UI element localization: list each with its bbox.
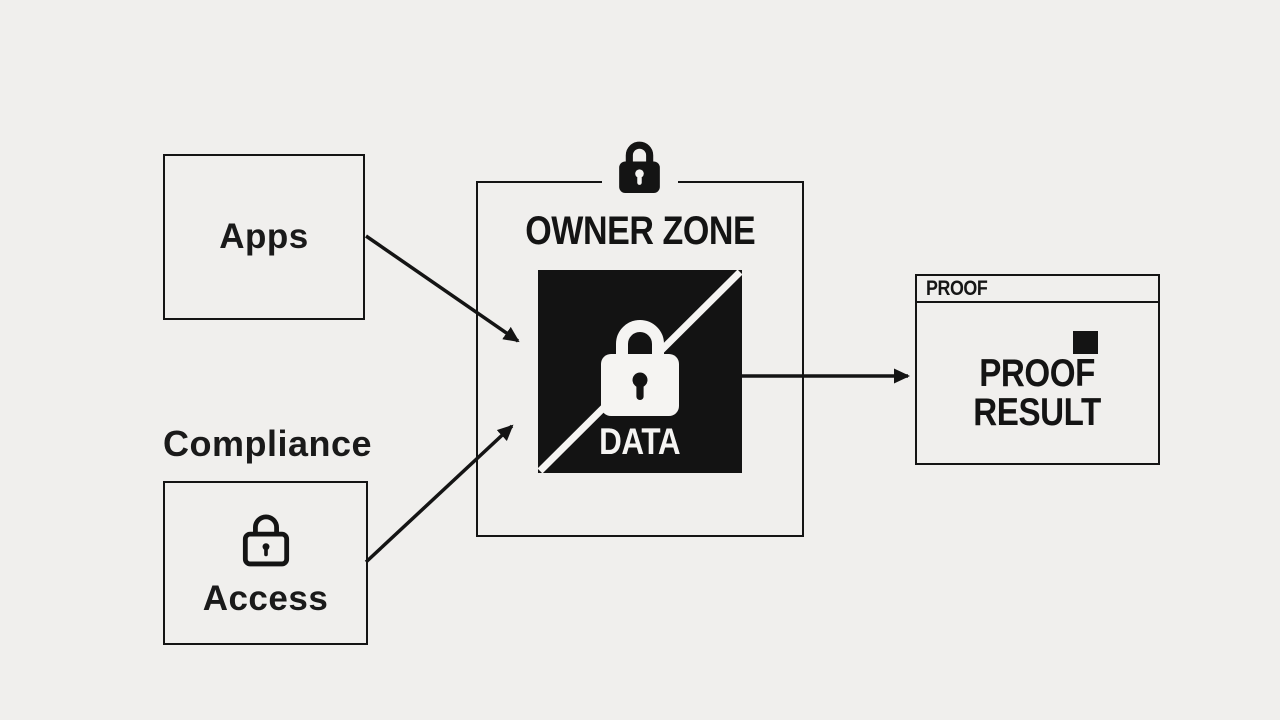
apps-node: Apps	[163, 154, 365, 320]
compliance-label: Compliance	[163, 423, 373, 464]
apps-label: Apps	[219, 217, 309, 256]
data-label: DATA	[599, 421, 681, 462]
padlock-icon	[601, 320, 679, 416]
data-block: DATA	[538, 270, 742, 473]
filled-square-icon	[1073, 331, 1098, 354]
padlock-icon	[619, 141, 660, 193]
proof-header-label: PROOF	[926, 276, 988, 300]
proof-result-label: PROOF RESULT	[973, 352, 1102, 434]
lock-outline-icon	[242, 514, 289, 567]
owner-zone-title: OWNER ZONE	[525, 209, 755, 253]
access-node: Access	[163, 481, 368, 645]
access-label: Access	[202, 579, 329, 618]
proof-window-header: PROOF	[917, 276, 1158, 303]
proof-window: PROOF PROOF RESULT	[915, 274, 1160, 465]
